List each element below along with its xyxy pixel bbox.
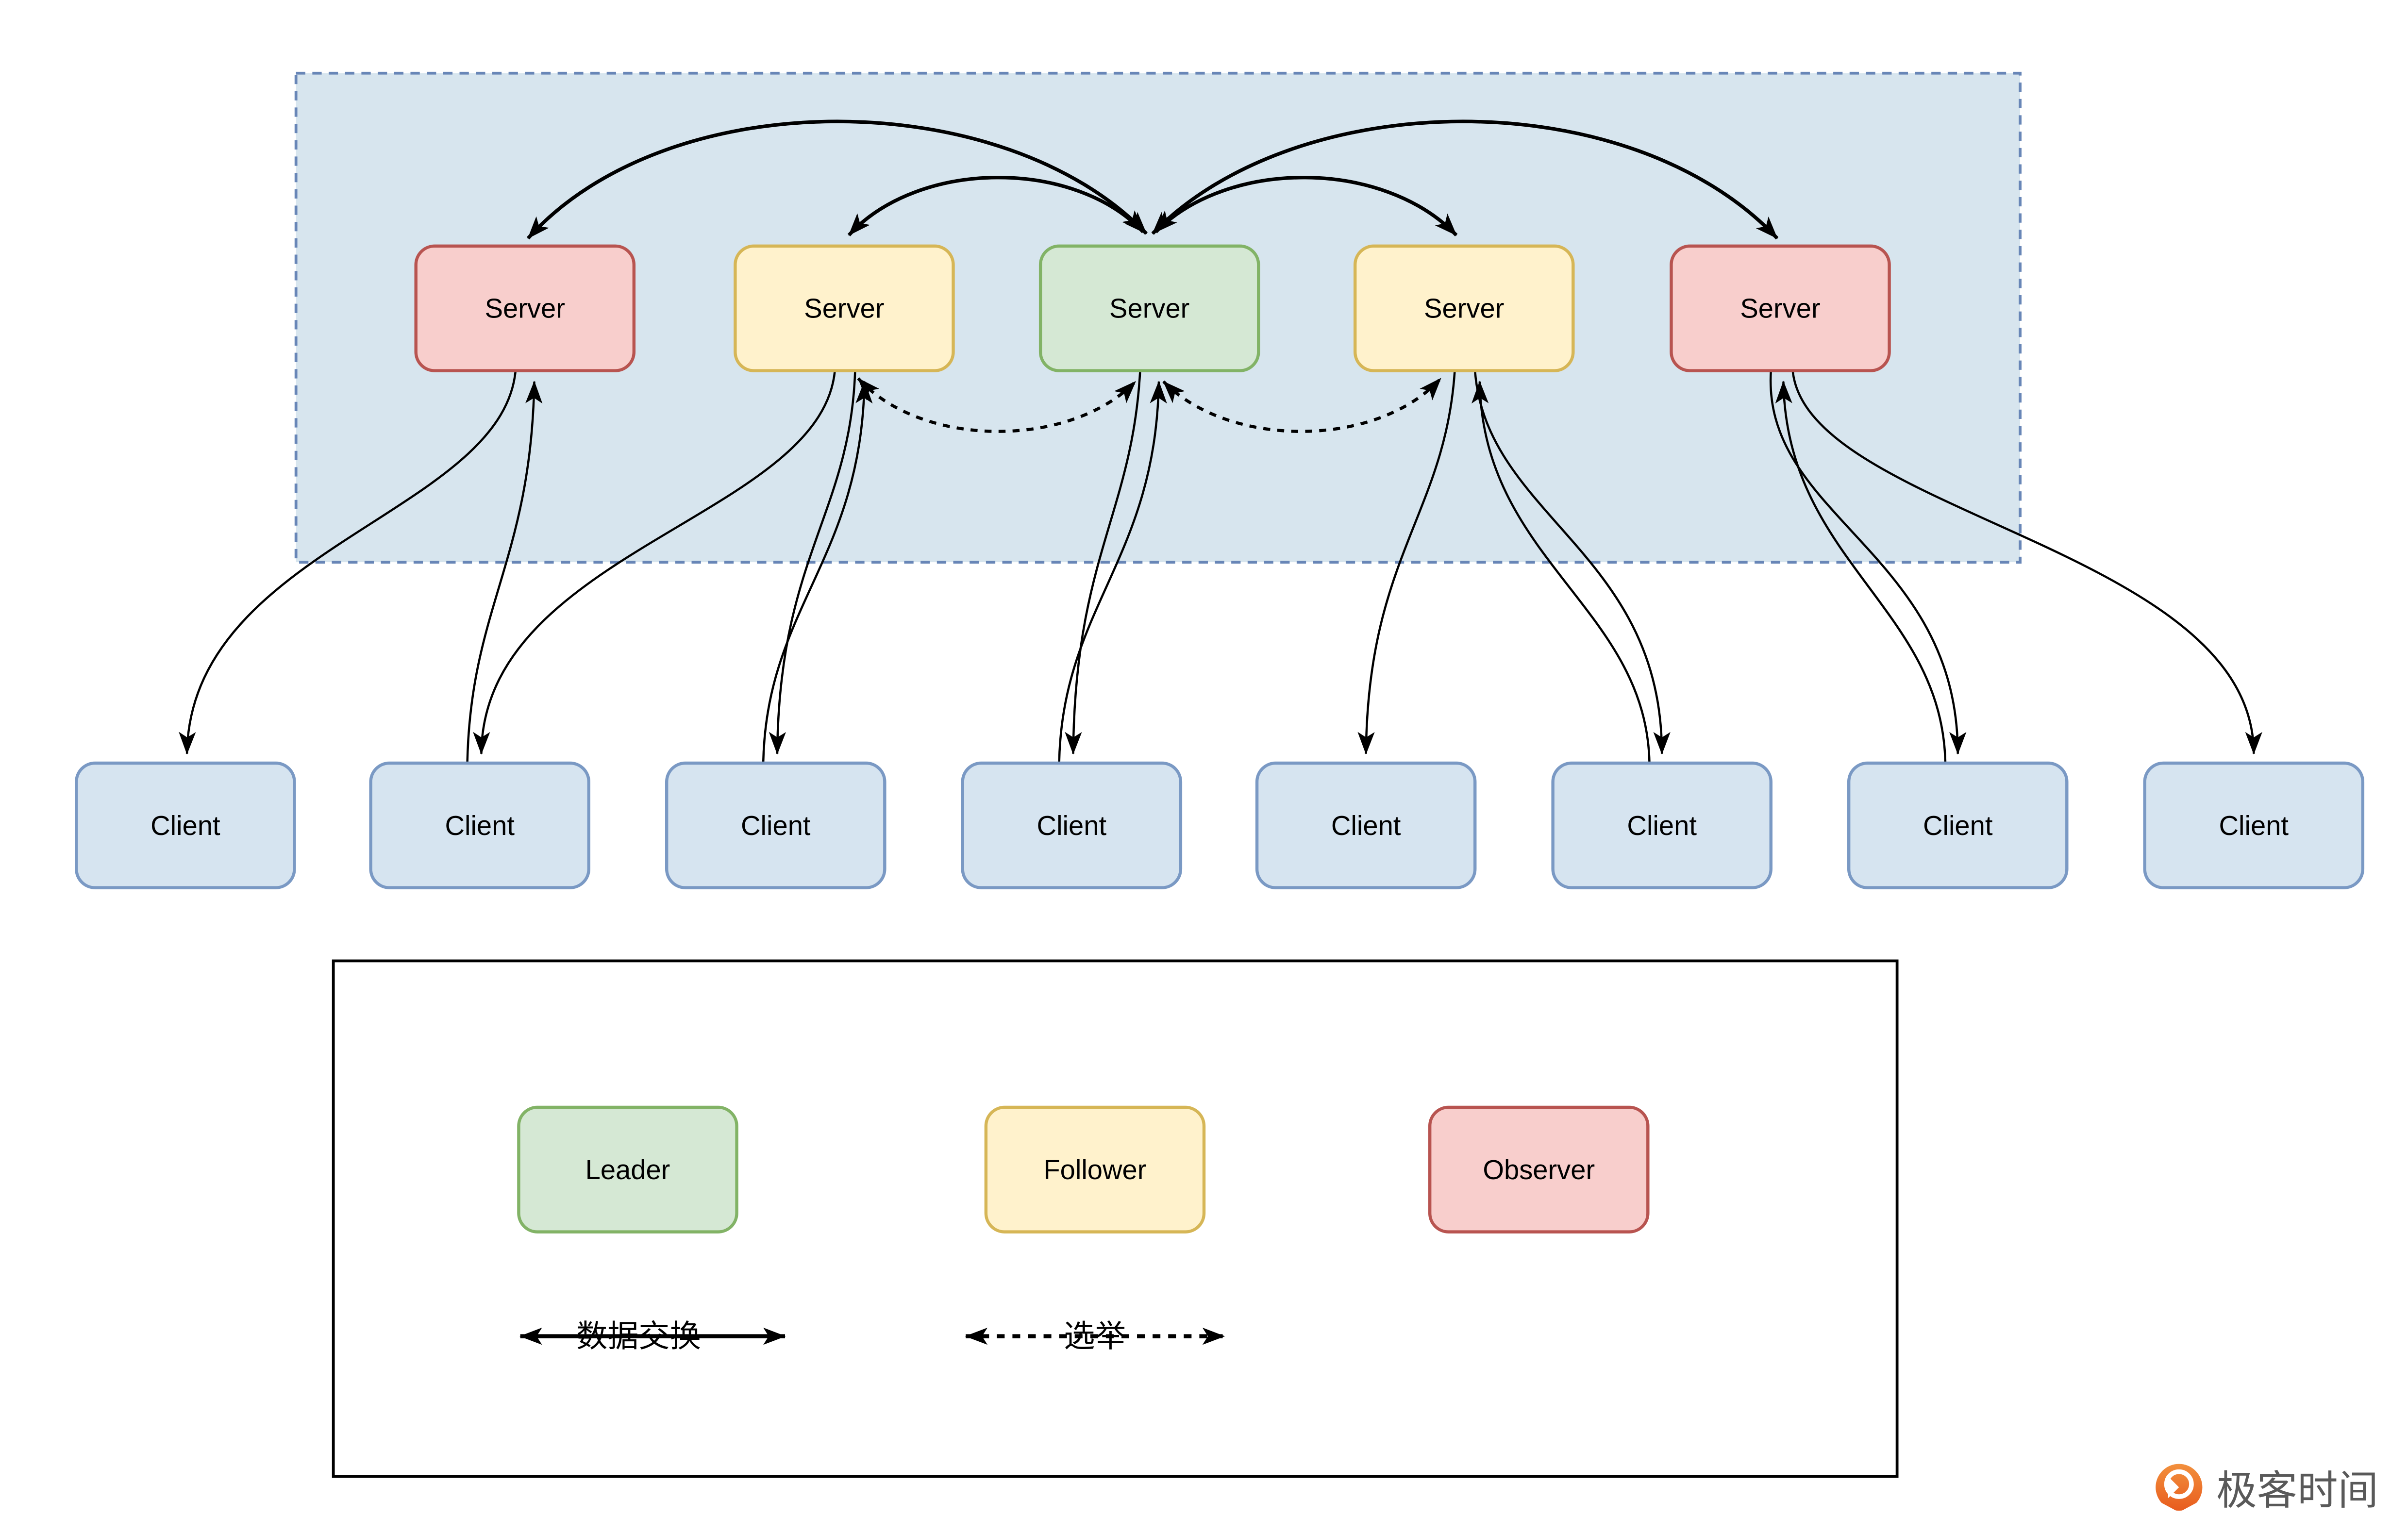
arrow-client2-server1 bbox=[466, 381, 543, 764]
geektime-logo-icon bbox=[2156, 1464, 2203, 1518]
arrow-server5-client7 bbox=[1769, 370, 1967, 755]
server-node-5: Server bbox=[1670, 244, 1891, 372]
client-node-3-label: Client bbox=[741, 810, 811, 841]
client-node-8-box bbox=[2143, 761, 2365, 889]
legend-observer-label: Observer bbox=[1483, 1154, 1595, 1185]
client-node-8-label: Client bbox=[2219, 810, 2289, 841]
legend-node-observer: Observer bbox=[1428, 1105, 1650, 1234]
server-node-3-leader: Server bbox=[1038, 244, 1260, 372]
legend-observer-box bbox=[1428, 1105, 1650, 1234]
arrow-client7-server5 bbox=[1775, 381, 1947, 764]
data-exchange-arcs bbox=[526, 119, 1779, 240]
server-node-4-box bbox=[1353, 244, 1575, 372]
logo-wedge bbox=[2168, 1476, 2179, 1499]
data-exchange-arc-leader-server4 bbox=[1154, 176, 1458, 236]
legend-node-leader: Leader bbox=[517, 1105, 738, 1234]
client-node-2-label: Client bbox=[445, 810, 515, 841]
arrow-client3-server2 bbox=[762, 381, 873, 764]
client-node-5-label: Client bbox=[1331, 810, 1401, 841]
arrow-client6-server4 bbox=[1472, 381, 1651, 764]
client-node-3-box bbox=[665, 761, 886, 889]
legend-node-follower: Follower bbox=[984, 1105, 1206, 1234]
server-node-4: Server bbox=[1353, 244, 1575, 372]
server-node-5-label: Server bbox=[1740, 293, 1820, 324]
legend-leader-label: Leader bbox=[585, 1154, 670, 1185]
server-node-5-box bbox=[1670, 244, 1891, 372]
server-node-1: Server bbox=[414, 244, 636, 372]
server-node-3-label: Server bbox=[1109, 293, 1189, 324]
client-node-6-box bbox=[1551, 761, 1773, 889]
client-node-7-label: Client bbox=[1923, 810, 1993, 841]
legend-data-exchange-key: 数据交换 bbox=[519, 1319, 786, 1354]
arrow-client4-server3 bbox=[1058, 381, 1167, 764]
client-node-1: Client bbox=[75, 761, 296, 889]
arrow-server2-client2 bbox=[473, 370, 836, 755]
arrow-server3-client4 bbox=[1065, 370, 1141, 755]
arrow-server2-client3 bbox=[769, 370, 856, 755]
server-node-1-box bbox=[414, 244, 636, 372]
arrow-server4-client6 bbox=[1473, 370, 1671, 755]
client-node-2-box bbox=[369, 761, 590, 889]
legend-election-label: 选举 bbox=[1064, 1319, 1126, 1354]
data-exchange-arc-leader-server5 bbox=[1151, 119, 1779, 240]
legend-leader-box bbox=[517, 1105, 738, 1234]
data-exchange-arc-leader-server1 bbox=[526, 119, 1148, 240]
arrow-server5-client8 bbox=[1791, 370, 2262, 755]
arrow-server4-client5 bbox=[1357, 370, 1456, 755]
arrow-server1-client1 bbox=[179, 370, 517, 755]
server-node-2-box bbox=[734, 244, 955, 372]
logo-ring bbox=[2164, 1469, 2194, 1499]
client-node-4: Client bbox=[961, 761, 1183, 889]
geektime-logo: 极客时间 bbox=[2156, 1464, 2378, 1518]
server-node-1-label: Server bbox=[485, 293, 565, 324]
client-node-3: Client bbox=[665, 761, 886, 889]
logo-chevron bbox=[2157, 1502, 2201, 1518]
data-exchange-arc-leader-server2 bbox=[847, 176, 1145, 236]
client-node-6-label: Client bbox=[1627, 810, 1697, 841]
client-node-4-label: Client bbox=[1037, 810, 1107, 841]
server-node-2: Server bbox=[734, 244, 955, 372]
legend-follower-label: Follower bbox=[1043, 1154, 1146, 1185]
client-to-server-arrows bbox=[466, 381, 1947, 764]
legend-follower-box bbox=[984, 1105, 1206, 1234]
client-node-8: Client bbox=[2143, 761, 2365, 889]
server-to-client-arrows bbox=[179, 370, 2262, 755]
server-node-3-box bbox=[1038, 244, 1260, 372]
client-node-2: Client bbox=[369, 761, 590, 889]
legend: Leader Follower Observer 数据交换 选举 bbox=[332, 959, 1899, 1478]
client-node-7: Client bbox=[1847, 761, 2069, 889]
client-node-1-label: Client bbox=[150, 810, 220, 841]
server-node-4-label: Server bbox=[1424, 293, 1504, 324]
server-node-2-label: Server bbox=[804, 293, 884, 324]
legend-data-exchange-label: 数据交换 bbox=[576, 1319, 701, 1354]
client-node-6: Client bbox=[1551, 761, 1773, 889]
client-node-5: Client bbox=[1255, 761, 1477, 889]
legend-election-key: 选举 bbox=[965, 1319, 1225, 1354]
geektime-logo-text: 极客时间 bbox=[2216, 1467, 2378, 1513]
client-node-4-box bbox=[961, 761, 1183, 889]
client-node-5-box bbox=[1255, 761, 1477, 889]
client-node-7-box bbox=[1847, 761, 2069, 889]
client-node-1-box bbox=[75, 761, 296, 889]
